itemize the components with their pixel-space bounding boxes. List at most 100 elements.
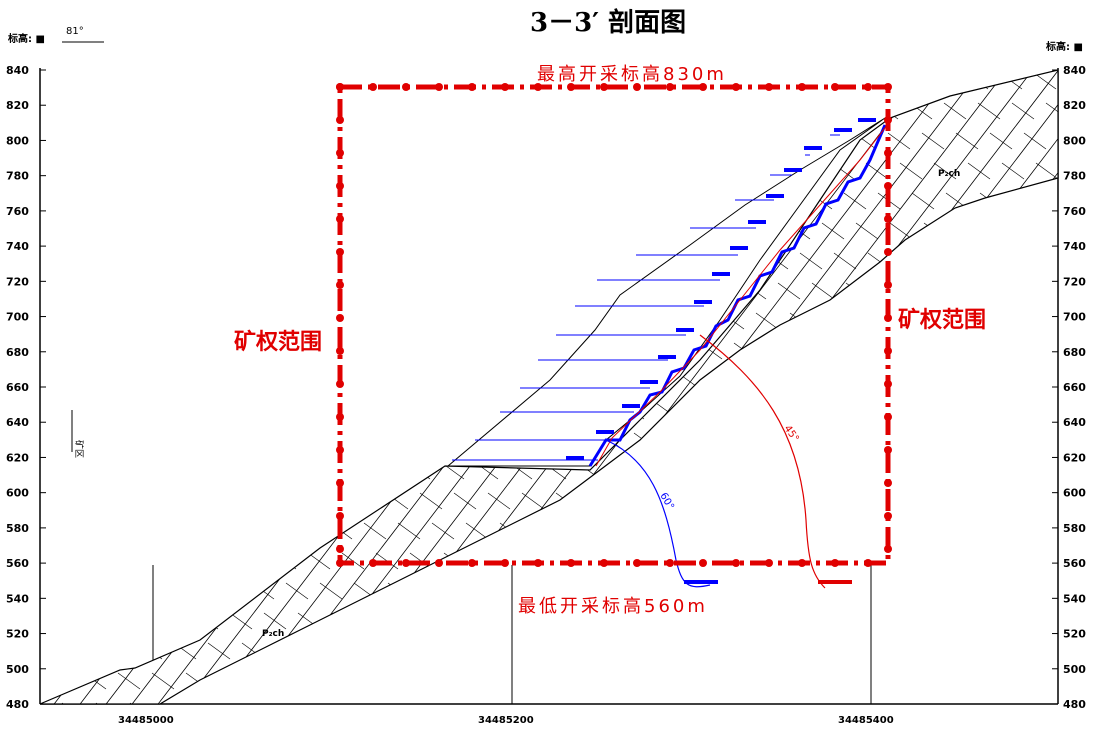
boundary-marker — [765, 83, 773, 91]
hatch-tie — [177, 312, 201, 330]
hatch-tie — [601, 522, 625, 540]
boundary-marker — [666, 559, 674, 567]
hatch-tie — [512, 43, 534, 59]
hatch-tie — [299, 702, 323, 704]
hatch-tie — [40, 612, 49, 630]
hatch-tie — [137, 552, 161, 570]
hatch-tie — [827, 492, 851, 510]
hatch-tie — [487, 492, 511, 510]
hatch-tie — [367, 702, 391, 704]
hatch-tie — [571, 192, 595, 210]
hatch-tie — [965, 72, 989, 90]
hatch-tie — [99, 372, 123, 390]
hatch-tie — [343, 642, 367, 660]
hatch-tie — [1009, 522, 1033, 540]
boundary-marker — [501, 83, 509, 91]
hatch-tie — [1011, 612, 1035, 630]
hatch-tie — [695, 162, 719, 180]
hatch-tie — [199, 282, 223, 300]
hatch-tie — [285, 582, 309, 600]
hatch-tie — [249, 492, 273, 510]
hatch-tie — [393, 342, 417, 360]
hatch-tie — [955, 132, 979, 150]
hatch-tie — [717, 132, 741, 150]
hatch-tie — [43, 402, 67, 420]
hatch-tie — [481, 222, 505, 240]
hatch-tie — [1090, 43, 1100, 59]
hatch-tie — [277, 222, 301, 240]
boundary-marker — [884, 116, 892, 124]
bench-ledge — [640, 380, 658, 384]
hatch-tie — [639, 192, 663, 210]
boundary-marker — [831, 559, 839, 567]
hatch-tie — [103, 552, 127, 570]
boundary-marker — [501, 559, 509, 567]
hatch-tie — [571, 702, 595, 704]
hatch-tie — [1021, 552, 1045, 570]
hatch-tie — [683, 132, 707, 150]
hatch-tie — [945, 702, 969, 704]
hatch-tie — [527, 252, 551, 270]
hatch-tie — [479, 642, 503, 660]
hatch-tie — [819, 642, 843, 660]
left-marker-note: 矿区 — [73, 440, 85, 458]
boundary-marker — [884, 182, 892, 190]
hatch-tie — [909, 612, 933, 630]
boundary-marker — [884, 281, 892, 289]
boundary-marker — [468, 83, 476, 91]
hatch-tie — [69, 552, 93, 570]
hatch-tie — [933, 162, 957, 180]
hatch-tie — [53, 342, 77, 360]
hatch-tie — [127, 612, 151, 630]
hatch-tie — [683, 642, 707, 660]
boundary-marker — [567, 83, 575, 91]
hatch-tie — [1013, 192, 1037, 210]
boundary-marker — [534, 83, 542, 91]
hatch-tie — [1017, 372, 1041, 390]
hatch-tie — [857, 312, 881, 330]
hatch-tie — [703, 522, 727, 540]
hatch-tie — [682, 43, 704, 59]
hatch-tie — [241, 132, 265, 150]
hatch-tie — [937, 342, 961, 360]
y-tick-label: 500 — [1063, 663, 1086, 676]
y-tick-label: 840 — [6, 64, 29, 77]
hatch-tie — [931, 72, 955, 90]
hatch-tie — [549, 222, 573, 240]
hatch-tie — [379, 222, 403, 240]
hatch-tie — [667, 432, 691, 450]
hatch-tie — [449, 312, 473, 330]
boundary-marker — [567, 559, 575, 567]
hatch-tie — [855, 222, 879, 240]
mining-area-label-right: 矿权范围 — [898, 307, 986, 333]
hatch-tie — [433, 102, 457, 120]
hatch-tie — [1092, 643, 1100, 659]
hatch-tie — [381, 312, 405, 330]
boundary-marker — [884, 545, 892, 553]
design-slope-line — [595, 123, 889, 467]
hatch-tie — [627, 672, 651, 690]
hatch-tie — [875, 612, 899, 630]
hatch-tie — [437, 282, 461, 300]
hatch-tie — [581, 132, 605, 150]
boundary-marker — [884, 149, 892, 157]
hatch-tie — [183, 72, 207, 90]
hatch-tie — [580, 43, 602, 59]
hatch-tie — [515, 222, 539, 240]
hatch-tie — [95, 192, 119, 210]
hatch-tie — [143, 312, 167, 330]
hatch-tie — [439, 372, 463, 390]
y-tick-label: 540 — [1063, 592, 1086, 605]
hatch-tie — [391, 252, 415, 270]
hatch-tie — [161, 612, 185, 630]
hatch-tie — [603, 102, 627, 120]
hatch-tie — [123, 432, 147, 450]
hatch-tie — [275, 132, 299, 150]
rock-unit-label: P₂ch — [262, 629, 284, 639]
boundary-marker — [369, 559, 377, 567]
hatch-tie — [903, 342, 927, 360]
hatch-tie — [207, 642, 231, 660]
hatch-tie — [295, 522, 319, 540]
hatch-tie — [63, 282, 87, 300]
